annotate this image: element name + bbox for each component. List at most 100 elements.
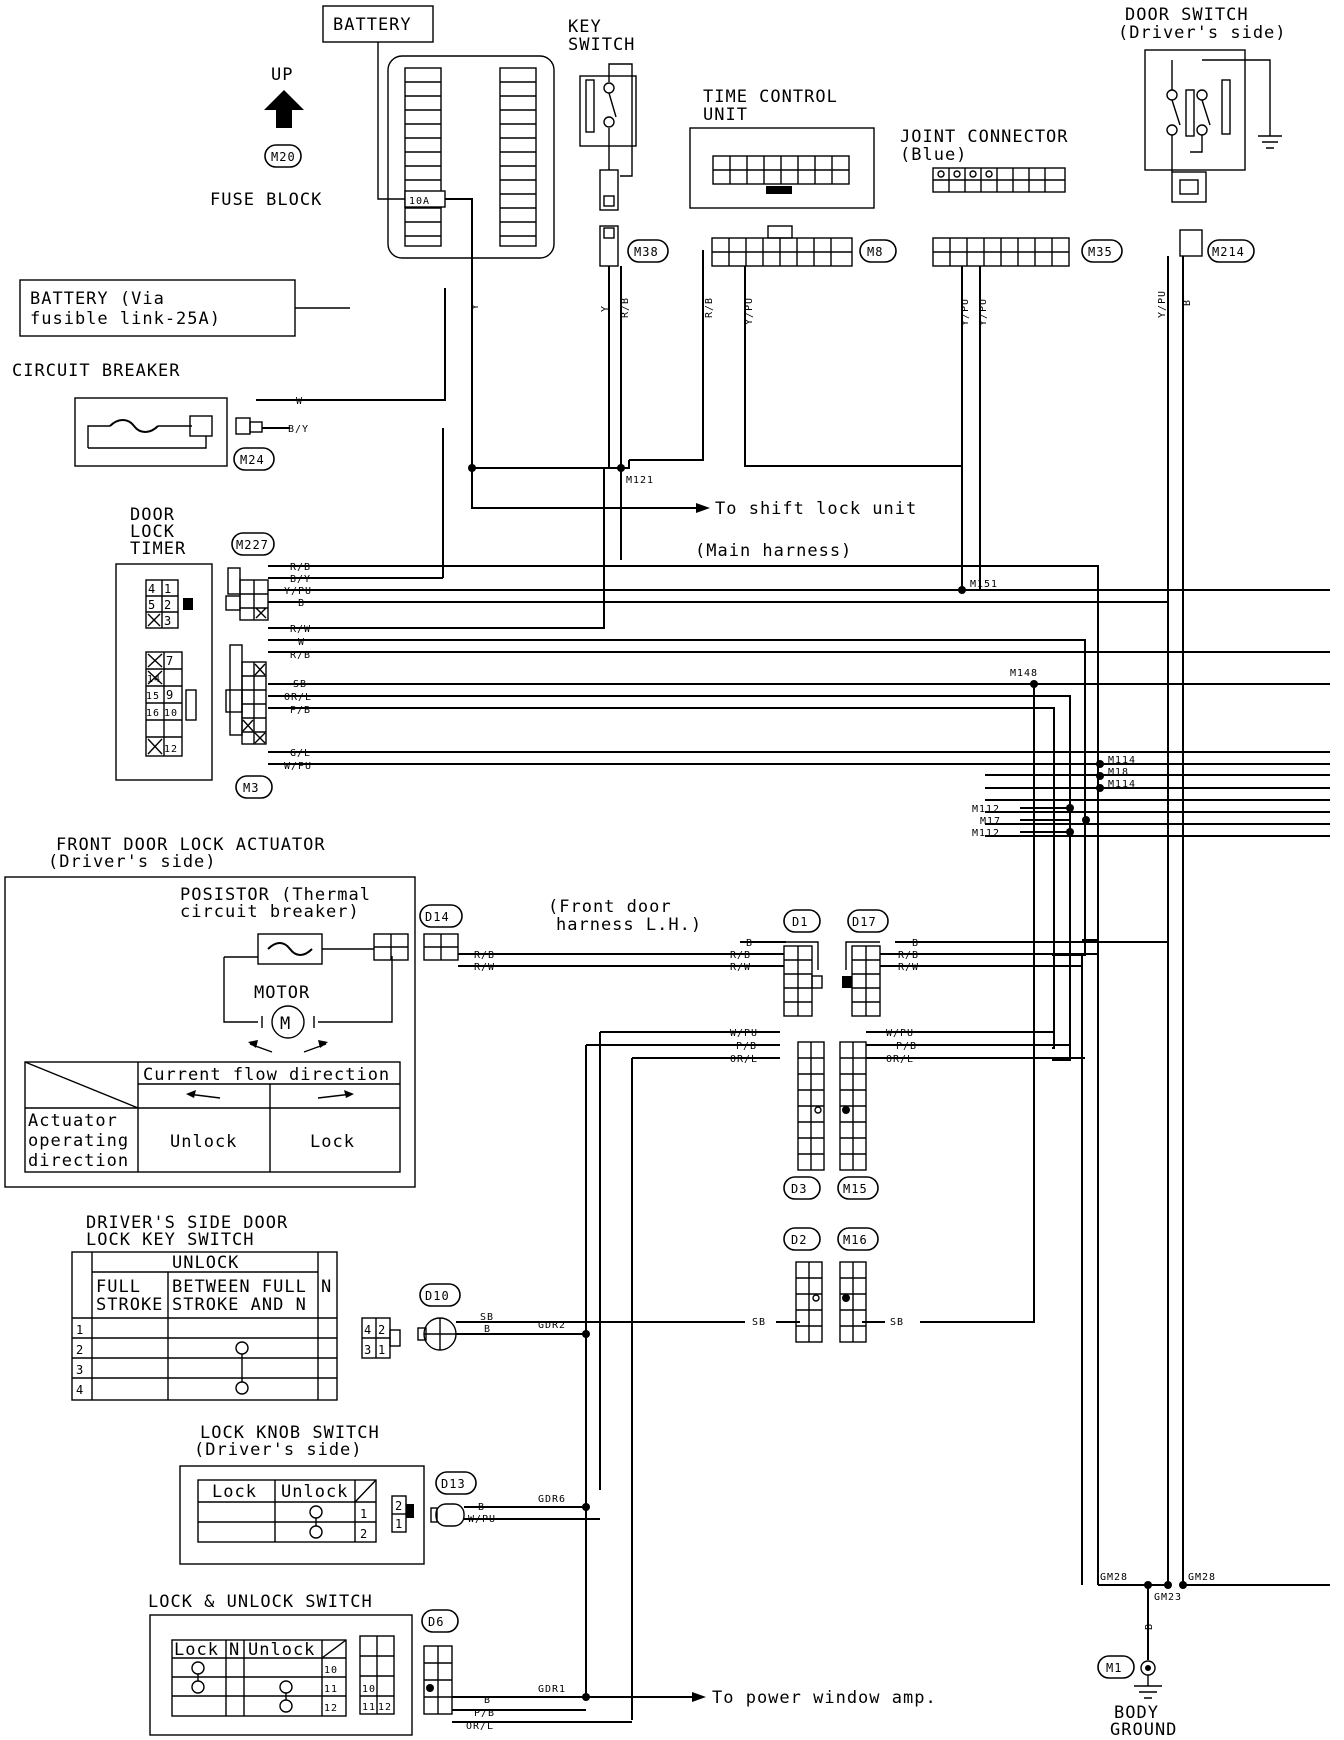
svg-text:D10: D10 <box>425 1289 450 1303</box>
door-lock-timer-label-3: TIMER <box>130 539 186 559</box>
svg-text:2: 2 <box>76 1343 84 1357</box>
to-power-window-label: To power window amp. <box>712 1688 937 1708</box>
svg-text:SB: SB <box>890 1317 904 1328</box>
svg-text:R/B: R/B <box>704 297 715 318</box>
svg-text:G/L: G/L <box>290 748 311 759</box>
svg-text:operating: operating <box>28 1131 129 1151</box>
lock-unlock-switch-label: LOCK & UNLOCK SWITCH <box>148 1592 373 1612</box>
connector-d17: D17 <box>847 909 889 933</box>
up-label: UP <box>271 65 293 85</box>
svg-text:STROKE AND N: STROKE AND N <box>172 1295 307 1315</box>
up-arrow-icon <box>264 90 304 128</box>
connector-m15: M15 <box>837 1176 879 1200</box>
fuse-block-connector-tag: M20 <box>264 144 302 168</box>
svg-text:Y/PU: Y/PU <box>978 298 989 326</box>
splice-m114a: M114 <box>1108 755 1136 766</box>
key-lock-switch-label-2: LOCK KEY SWITCH <box>86 1230 255 1250</box>
connector-d6: D6 <box>421 1609 459 1633</box>
time-control-unit-label-1: TIME CONTROL <box>703 87 838 107</box>
svg-text:5: 5 <box>148 598 156 612</box>
svg-text:B: B <box>298 598 305 609</box>
svg-text:R/B: R/B <box>898 950 919 961</box>
d10-body <box>417 1317 457 1351</box>
svg-text:N: N <box>321 1277 332 1297</box>
key-lock-switch-label-1: DRIVER'S SIDE DOOR <box>86 1213 288 1233</box>
knob-connector-face: 2 1 <box>391 1495 414 1533</box>
ground-icon <box>1134 1660 1162 1699</box>
svg-text:1: 1 <box>164 582 172 596</box>
lock-knob-switch: Lock Unlock 1 2 <box>179 1465 425 1565</box>
connector-m227: M227 <box>231 532 275 556</box>
m16-body <box>839 1261 867 1343</box>
svg-text:MOTOR: MOTOR <box>254 983 310 1003</box>
svg-text:14: 14 <box>147 674 161 685</box>
svg-text:1: 1 <box>360 1507 368 1521</box>
svg-text:Y/PU: Y/PU <box>1157 290 1168 318</box>
connector-d3: D3 <box>783 1176 821 1200</box>
svg-text:3: 3 <box>76 1363 84 1377</box>
svg-text:OR/L: OR/L <box>466 1721 494 1732</box>
svg-text:W: W <box>296 396 303 407</box>
d17-body <box>842 941 881 1017</box>
svg-text:D14: D14 <box>425 910 450 924</box>
svg-text:4: 4 <box>364 1323 372 1337</box>
door-switch-label-1: DOOR SWITCH <box>1125 5 1249 25</box>
svg-text:OR/L: OR/L <box>284 692 312 703</box>
svg-text:9: 9 <box>166 688 174 702</box>
svg-text:M24: M24 <box>240 453 265 467</box>
svg-text:Y/PU: Y/PU <box>960 298 971 326</box>
joint-connector-label-1: JOINT CONNECTOR <box>900 127 1069 147</box>
svg-text:12: 12 <box>378 1702 392 1713</box>
svg-text:M214: M214 <box>1212 245 1245 259</box>
connector-m3: M3 <box>235 775 273 799</box>
svg-text:Unlock: Unlock <box>281 1482 348 1502</box>
splice-gdr2: GDR2 <box>538 1320 566 1331</box>
m3-body <box>225 644 267 745</box>
connector-d10: D10 <box>419 1283 461 1307</box>
svg-text:OR/L: OR/L <box>730 1054 758 1065</box>
d6-body <box>423 1645 453 1715</box>
svg-text:M15: M15 <box>843 1182 868 1196</box>
svg-text:R/B: R/B <box>474 950 495 961</box>
svg-text:Y/PU: Y/PU <box>744 297 755 325</box>
svg-text:M20: M20 <box>271 150 296 164</box>
connector-d1: D1 <box>783 909 821 933</box>
d3-body <box>797 1041 825 1171</box>
lock-knob-label-1: LOCK KNOB SWITCH <box>200 1423 380 1443</box>
svg-text:4: 4 <box>76 1383 84 1397</box>
svg-text:2: 2 <box>378 1323 386 1337</box>
svg-text:SB: SB <box>480 1312 494 1323</box>
svg-text:M38: M38 <box>634 245 659 259</box>
key-switch <box>579 63 637 267</box>
svg-text:OR/L: OR/L <box>886 1054 914 1065</box>
svg-text:W: W <box>298 637 305 648</box>
svg-text:M16: M16 <box>843 1233 868 1247</box>
svg-text:D2: D2 <box>791 1233 807 1247</box>
svg-text:16: 16 <box>146 708 160 719</box>
connector-m24: M24 <box>233 447 275 471</box>
svg-text:B: B <box>746 938 753 949</box>
svg-text:3: 3 <box>364 1343 372 1357</box>
splice-m114b: M114 <box>1108 779 1136 790</box>
key-switch-label-2: SWITCH <box>568 35 635 55</box>
driver-key-switch-table: UNLOCK FULL STROKE BETWEEN FULL STROKE A… <box>71 1251 338 1401</box>
timer-wire-labels: R/B B/Y Y/PU B R/W W R/B SB OR/L P/B G/L… <box>284 562 312 772</box>
svg-text:fusible link-25A): fusible link-25A) <box>30 309 221 329</box>
svg-text:10: 10 <box>362 1684 376 1695</box>
svg-text:SB: SB <box>752 1317 766 1328</box>
connector-m35: M35 <box>1081 239 1123 263</box>
splice-gm28a: GM28 <box>1100 1572 1128 1583</box>
svg-text:R/W: R/W <box>474 962 495 973</box>
front-door-harness-label-2: harness L.H.) <box>556 915 702 935</box>
svg-text:W/PU: W/PU <box>730 1028 758 1039</box>
connector-d13: D13 <box>435 1471 477 1495</box>
key-switch-connector-face: 4 2 3 1 <box>361 1317 401 1359</box>
actuator-label-2: (Driver's side) <box>48 852 217 872</box>
svg-text:12: 12 <box>164 744 178 755</box>
svg-text:7: 7 <box>166 654 174 668</box>
svg-text:D1: D1 <box>792 915 808 929</box>
d1-body <box>783 941 823 1017</box>
door-lock-timer-label-2: LOCK <box>130 522 175 542</box>
door-lock-timer: 4 1 5 2 3 7 14 15 9 16 10 12 <box>115 563 213 781</box>
